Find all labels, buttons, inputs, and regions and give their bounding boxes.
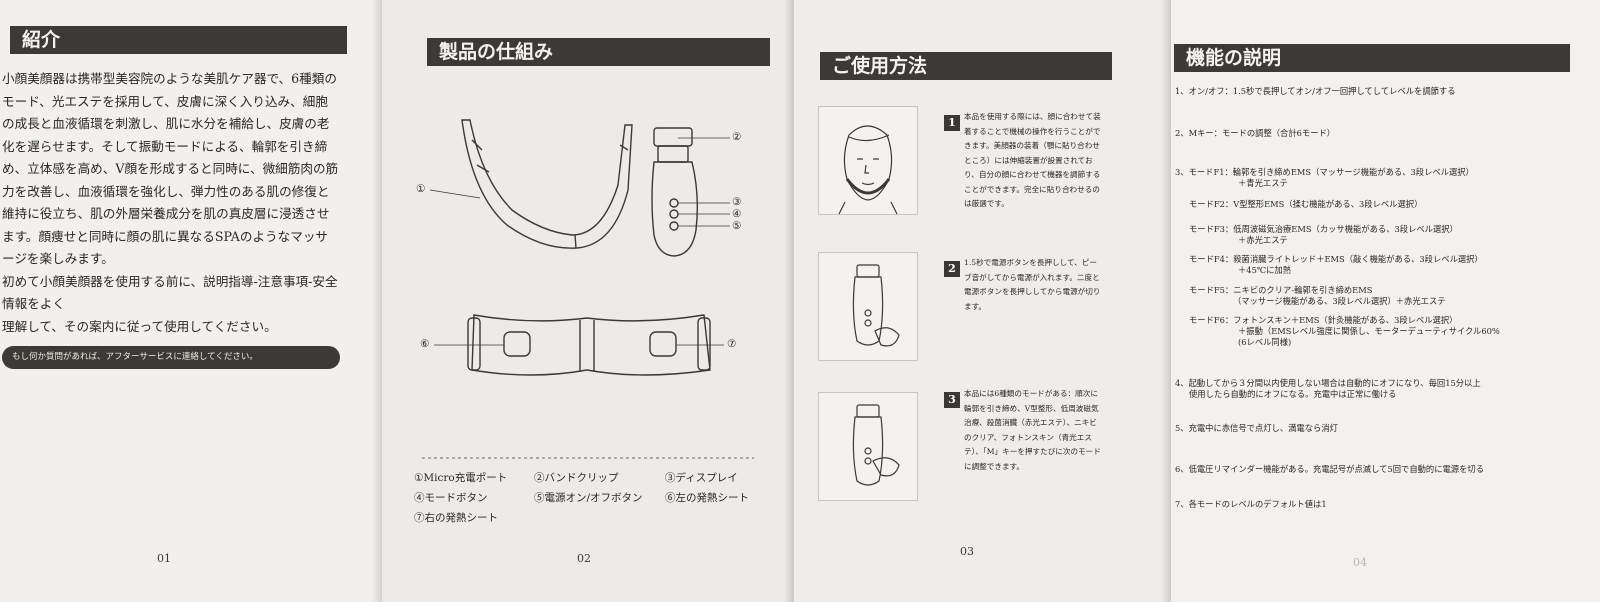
step-3-text: 本品には6種類のモードがある：順次に輪郭を引き締め、V型整形、低周波磁気治療、殺… <box>964 389 1101 471</box>
hand-pressing-button-image <box>852 264 900 347</box>
function-item: モードF5：ニキビのクリア-輪郭を引き締めEMS <box>1189 285 1373 295</box>
step-1-illustration <box>818 106 918 215</box>
step-2-illustration <box>818 252 918 361</box>
function-item: 使用したら自動的にオフになる。充電中は正常に働ける <box>1189 389 1397 399</box>
page-functions: 機能の説明 1、オン/オフ：1.5秒で長押してオン/オフ一回押してしてレベルを調… <box>1171 0 1600 602</box>
band-back-drawing <box>467 314 711 376</box>
function-item: モードF4：殺菌消臓ライトレッド＋EMS（敲く機能がある、3段レベル選択） <box>1189 254 1483 264</box>
function-item: （マッサージ機能がある、3段レベル選択）＋赤光エステ <box>1233 296 1446 306</box>
device-diagram <box>422 119 754 459</box>
page-number: 04 <box>1353 556 1367 569</box>
function-item: 6、低電圧リマインダー機能がある。充電記号が点滅して5回で自動的に電源を切る <box>1175 464 1484 474</box>
page-fold <box>1161 0 1171 602</box>
intro-paragraph: 理解して、その案内に従って使用してください。 <box>2 318 277 334</box>
callout-lines <box>429 137 730 346</box>
intro-paragraph: 小顔美顔器は携帯型美容院のような美肌ケア器で、6種類のモード、光エステを採用して… <box>2 71 339 266</box>
intro-body: 小顔美顔器は携帯型美容院のような美肌ケア器で、6種類のモード、光エステを採用して… <box>2 68 340 338</box>
callout-1: ① <box>416 183 426 195</box>
legend-item: ⑥左の発熱シート <box>665 492 749 504</box>
legend-item: ①Micro充電ポート <box>414 472 508 484</box>
page-introduction: 紹介 小顔美顔器は携帯型美容院のような美肌ケア器で、6種類のモード、光エステを採… <box>0 0 382 602</box>
step-2-text: 1.5秒で電源ボタンを長押しして、ピーブ音がしてから電源が入れます。二度と電源ボ… <box>964 258 1101 311</box>
legend-item: ③ディスプレイ <box>665 472 738 484</box>
function-item: ＋振動（EMSレベル強度に関係し、モーターデューティサイクル60% <box>1238 326 1500 336</box>
v-band-drawing <box>461 119 633 249</box>
legend-item: ②バンドクリップ <box>534 472 619 484</box>
step-3-badge: 3 <box>944 392 960 408</box>
controller-drawing <box>651 127 699 257</box>
callout-3: ③ <box>732 196 742 208</box>
step-1-text: 本品を使用する際には、顔に合わせて装着することで機械の操作を行うことができます。… <box>964 112 1101 208</box>
function-item: 2、Mキー：モードの調整（合計6モード） <box>1175 128 1336 138</box>
callout-2: ② <box>732 131 742 143</box>
intro-paragraph: 初めて小顔美顔器を使用する前に、説明指導-注意事項-安全情報をよく <box>2 273 338 312</box>
callout-7: ⑦ <box>727 338 737 350</box>
hand-pressing-mode-image <box>852 404 900 486</box>
legend-item: ④モードボタン <box>414 492 488 504</box>
structure-heading: 製品の仕組み <box>427 38 770 66</box>
functions-heading: 機能の説明 <box>1174 44 1570 72</box>
page-number: 02 <box>577 552 591 565</box>
function-item: 3、モードF1：輪郭を引き締めEMS（マッサージ機能がある、3段レベル選択） <box>1175 167 1474 177</box>
page-number: 03 <box>960 545 974 558</box>
function-item: モードF2：V型整形EMS（揉む機能がある、3段レベル選択） <box>1189 199 1423 209</box>
step-2-badge: 2 <box>944 261 960 277</box>
callout-5: ⑤ <box>732 220 742 232</box>
step-1-badge: 1 <box>944 115 960 131</box>
page-fold <box>784 0 794 602</box>
function-item: (6レベル同様) <box>1238 337 1292 347</box>
function-item: 5、充電中に赤信号で点灯し、満電なら消灯 <box>1175 423 1338 433</box>
step-3-illustration <box>818 392 918 501</box>
legend-item: ⑦右の発熱シート <box>414 512 498 524</box>
callout-4: ④ <box>732 208 742 220</box>
function-item: モードF3：低周波磁気治療EMS（カッサ機能がある、3段レベル選択） <box>1189 224 1458 234</box>
legend-item: ⑤電源オン/オフボタン <box>534 492 643 504</box>
function-item: 7、各モードのレベルのデフォルト値は1 <box>1175 499 1327 509</box>
function-item: ＋45℃に加熱 <box>1238 265 1292 275</box>
page-number: 01 <box>157 552 171 565</box>
face-with-device-image <box>838 125 898 215</box>
page-usage: ご使用方法 <box>794 0 1171 602</box>
usage-heading: ご使用方法 <box>820 52 1112 80</box>
function-item: ＋青光エステ <box>1238 178 1288 188</box>
intro-heading: 紹介 <box>10 26 347 54</box>
function-item: 4、起動してから３分間以内使用しない場合は自動的にオフになり、毎回15分以上 <box>1175 378 1481 388</box>
function-item: 1、オン/オフ：1.5秒で長押してオン/オフ一回押してしてレベルを調節する <box>1175 86 1456 96</box>
function-item: モードF6：フォトンスキン＋EMS（針灸機能がある、3段レベル選択） <box>1189 315 1458 325</box>
callout-6: ⑥ <box>420 338 430 350</box>
page-fold <box>372 0 382 602</box>
function-item: ＋赤光エステ <box>1238 235 1288 245</box>
page-product-structure: 製品の仕組み <box>382 0 794 602</box>
support-note-pill: もし何か質問があれば、アフターサービスに連絡してください。 <box>2 346 340 369</box>
